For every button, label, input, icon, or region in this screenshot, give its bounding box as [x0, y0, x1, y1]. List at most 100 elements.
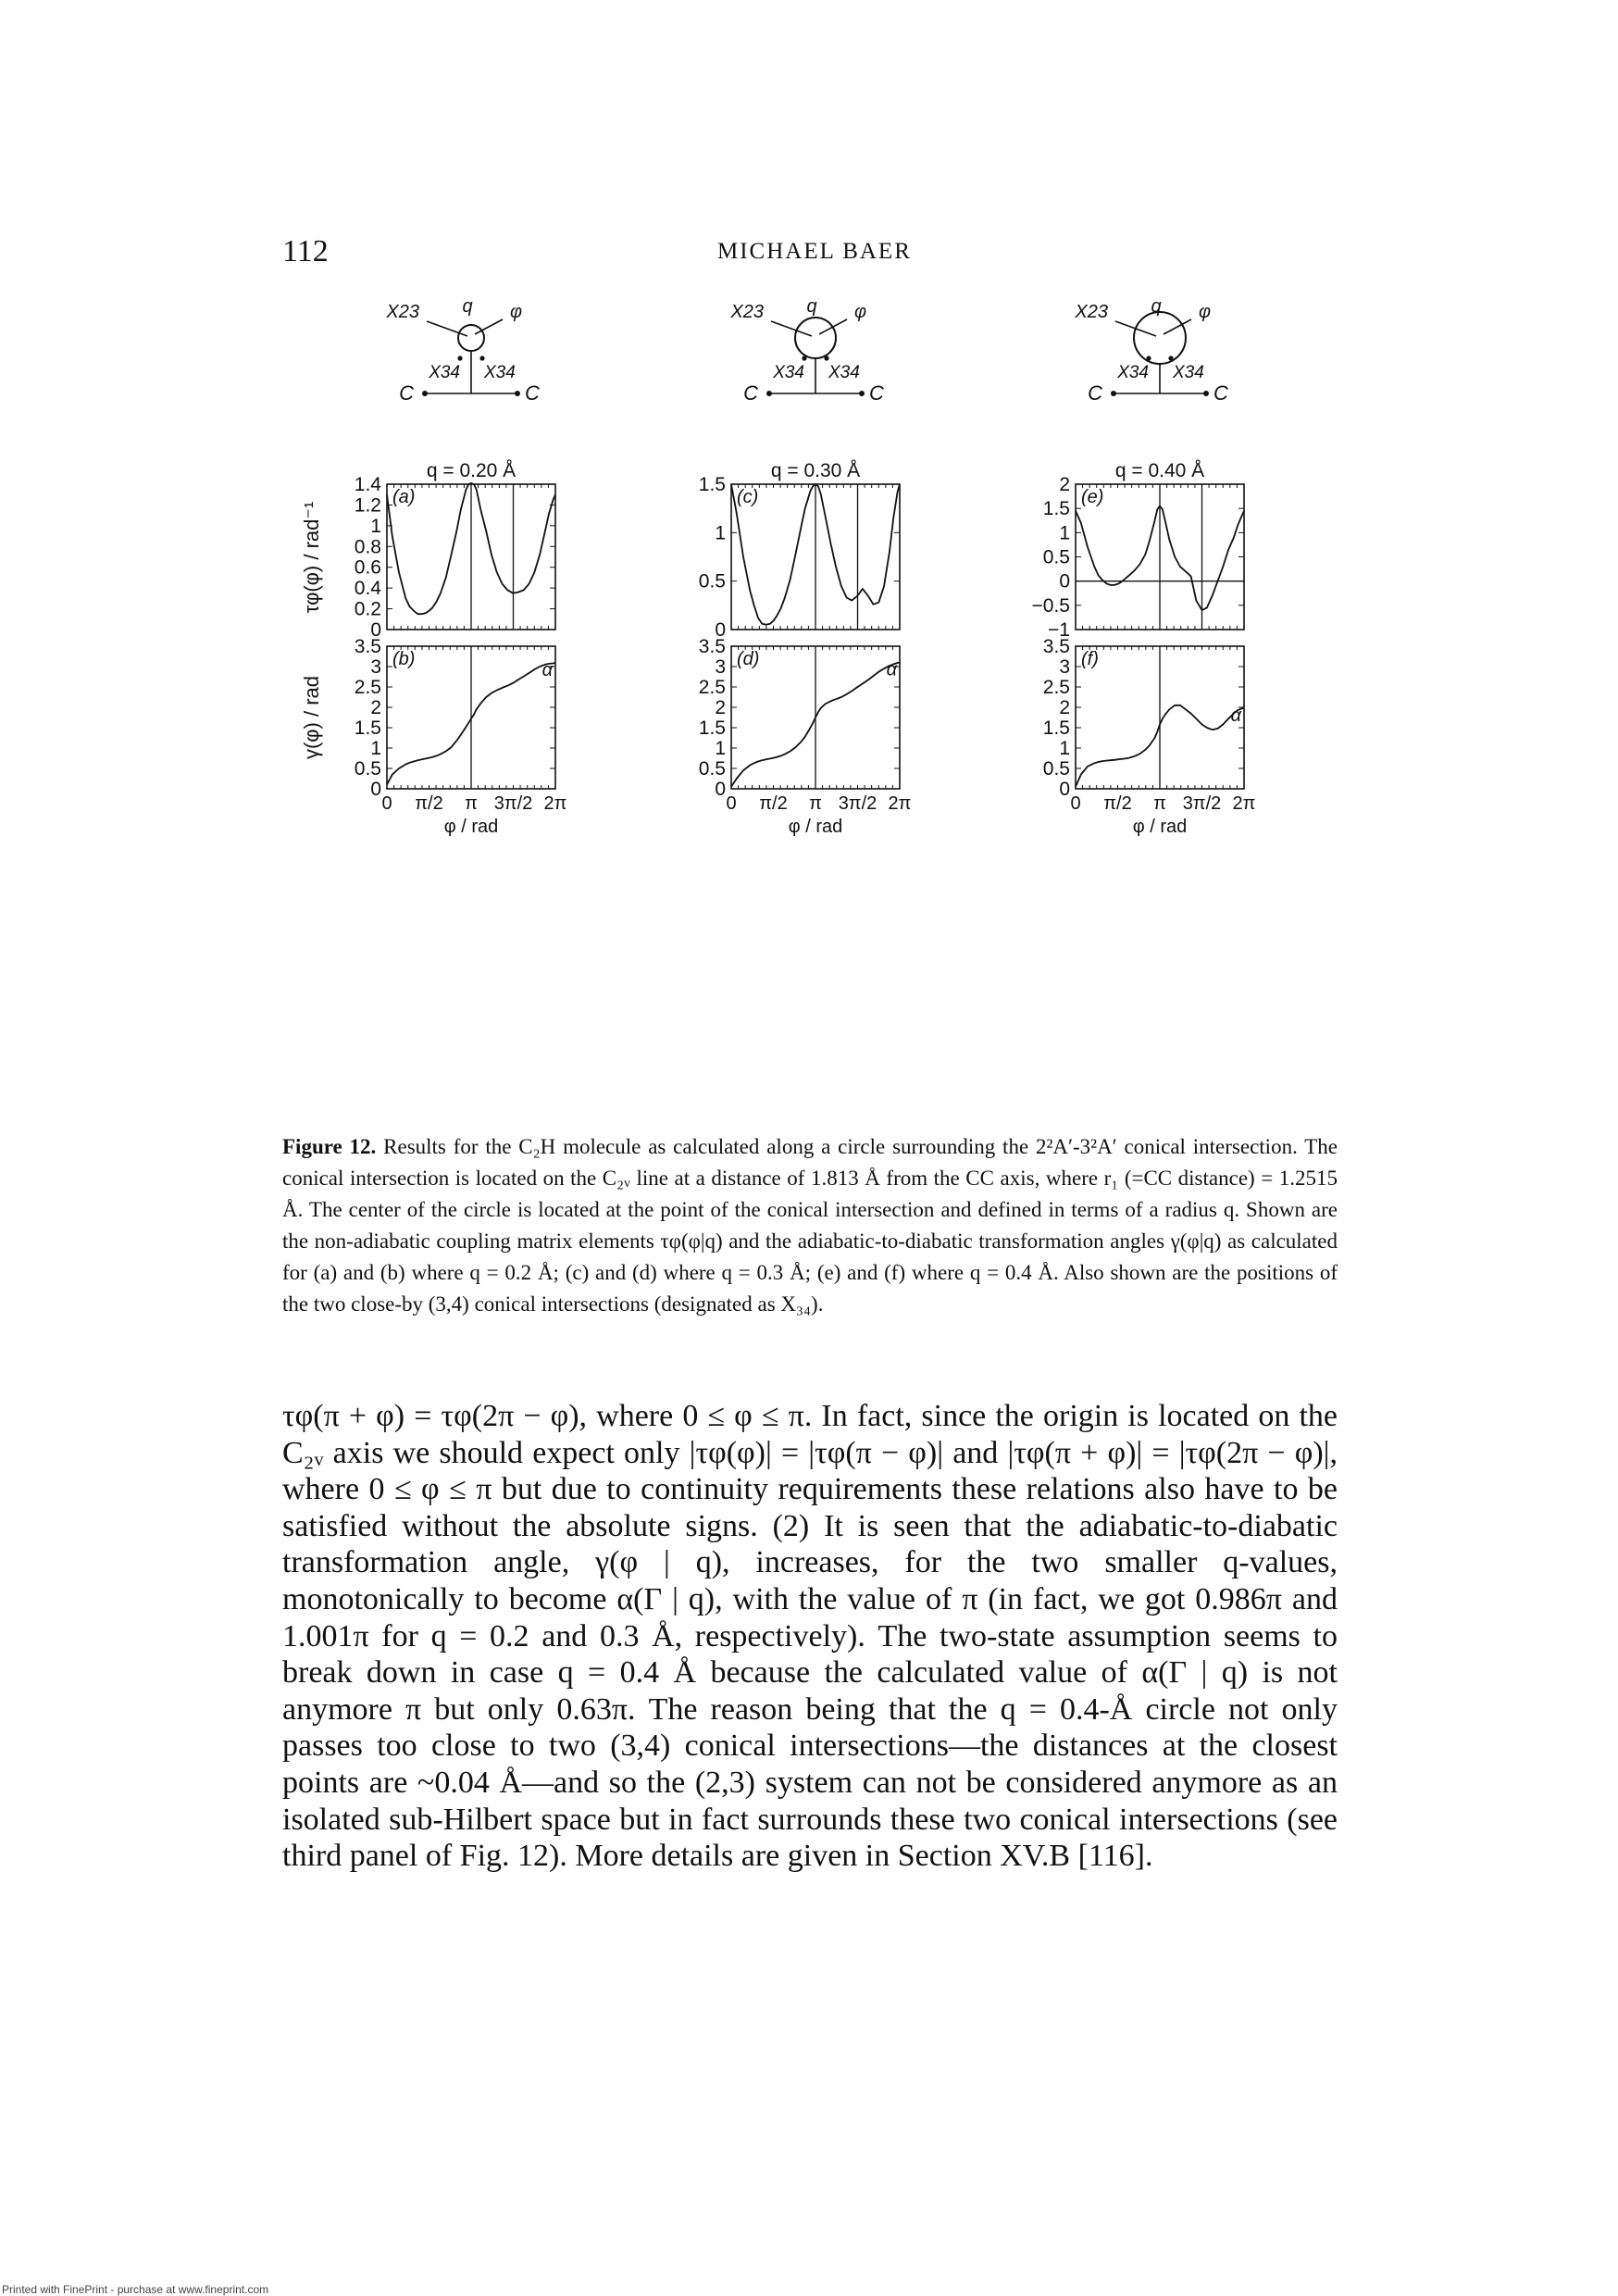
- y-tick-label: 1: [715, 522, 726, 543]
- data-curve-e: [1075, 505, 1245, 611]
- conical-circle: [1133, 311, 1187, 365]
- x-tick-label: π/2: [1103, 793, 1131, 814]
- x34-point-left: [457, 356, 463, 361]
- x34-point-left: [1146, 356, 1151, 361]
- plot-d: 00.511.522.533.5(d)α: [699, 636, 901, 800]
- x-tick-label: 3π/2: [494, 793, 533, 814]
- y-tick-label: 1.2: [355, 494, 381, 516]
- y-tick-label: 2.5: [355, 677, 381, 698]
- x-tick-label: π: [809, 793, 822, 814]
- panel-tag: (c): [737, 487, 758, 507]
- q-label: q = 0.20 Å: [427, 460, 516, 481]
- q-radius-label: q: [462, 296, 472, 317]
- y-tick-label: 3: [1059, 656, 1070, 678]
- y-tick-label: 0.5: [699, 758, 726, 780]
- y-tick-label: 1: [1059, 522, 1070, 543]
- y-tick-label: 0.5: [699, 571, 726, 593]
- y-tick-label: −1: [1048, 619, 1070, 641]
- y-tick-label: 0.5: [355, 758, 381, 780]
- y-tick-label: 3: [715, 656, 726, 678]
- conical-circle: [457, 324, 485, 352]
- plot-f: 00.511.522.533.5(f)α: [1043, 636, 1245, 800]
- x-axis-label: φ / rad: [1133, 817, 1188, 837]
- x34-point-right: [824, 356, 829, 361]
- x-axis-label: φ / rad: [789, 817, 843, 837]
- body-paragraph: τφ(π + φ) = τφ(2π − φ), where 0 ≤ φ ≤ π.…: [282, 1398, 1338, 1875]
- x-axis-label: φ / rad: [444, 817, 499, 837]
- q-radius-label: q: [806, 296, 816, 317]
- y-tick-label: 2: [715, 697, 726, 718]
- plot-b: 00.511.522.533.5(b)α: [355, 636, 556, 800]
- x-tick-label: π/2: [759, 793, 787, 814]
- data-curve-c: [730, 483, 901, 626]
- panel-tag: (b): [392, 649, 415, 669]
- y-tick-label: 2: [1059, 474, 1070, 495]
- carbon-label-left: C: [399, 381, 414, 405]
- x-tick-label: 2π: [1233, 793, 1256, 814]
- body-paragraph-text: τφ(π + φ) = τφ(2π − φ), where 0 ≤ φ ≤ π.…: [282, 1399, 1338, 1874]
- y-tick-label: 0: [370, 619, 381, 641]
- x34-label-left: X34: [428, 363, 460, 382]
- panel-tag: (e): [1081, 487, 1103, 507]
- y-tick-label: 0: [1059, 571, 1070, 593]
- y-tick-label: 0: [715, 779, 726, 800]
- data-curve-a: [386, 482, 556, 616]
- q-radius-label: q: [1151, 296, 1161, 317]
- y-tick-label: 0.2: [355, 599, 381, 620]
- y-axis-label-top: τφ(φ) / rad⁻¹: [300, 502, 323, 614]
- x34-point-left: [802, 356, 807, 361]
- y-tick-label: 1.4: [355, 474, 382, 495]
- y-tick-label: 2: [1059, 697, 1070, 718]
- x-tick-label: 3π/2: [1183, 793, 1222, 814]
- x-tick-label: 0: [1070, 793, 1080, 814]
- panel-tag: (a): [392, 487, 415, 507]
- caption-text: Results for the C₂H molecule as calculat…: [282, 1135, 1338, 1316]
- q-label: q = 0.30 Å: [771, 460, 860, 481]
- caption-label: Figure 12.: [282, 1135, 377, 1158]
- y-tick-label: 2.5: [1043, 677, 1070, 698]
- y-tick-label: 0.5: [1043, 547, 1070, 568]
- x23-label: X23: [729, 302, 764, 322]
- y-tick-label: 0.8: [355, 536, 381, 557]
- x34-label-left: X34: [772, 363, 804, 382]
- footer-watermark: Printed with FinePrint - purchase at www…: [2, 2283, 269, 2296]
- y-tick-label: 0: [1059, 779, 1070, 800]
- alpha-label: α: [1231, 705, 1242, 726]
- phi-arrow: [818, 318, 848, 335]
- alpha-label: α: [542, 660, 554, 680]
- x23-arrow: [770, 320, 813, 337]
- page-number: 112: [282, 234, 329, 268]
- y-tick-label: 1.5: [699, 718, 726, 739]
- carbon-label-right: C: [869, 381, 884, 405]
- data-curve-f: [1075, 704, 1245, 788]
- phi-arrow: [1163, 318, 1192, 335]
- phi-label: φ: [854, 302, 866, 322]
- x34-label-left: X34: [1116, 363, 1149, 382]
- running-header-author: MICHAEL BAER: [717, 239, 912, 264]
- y-tick-label: 1: [370, 516, 381, 537]
- x23-label: X23: [1074, 302, 1108, 322]
- y-tick-label: 3.5: [699, 636, 726, 657]
- carbon-atom-right: [859, 391, 865, 396]
- carbon-atom-right: [515, 391, 520, 396]
- y-tick-label: 1.5: [355, 718, 381, 739]
- alpha-label: α: [887, 660, 898, 680]
- y-tick-label: 1.5: [1043, 498, 1070, 519]
- y-tick-label: 1.5: [1043, 718, 1070, 739]
- y-tick-label: 0: [370, 779, 381, 800]
- x34-label-right: X34: [828, 363, 860, 382]
- carbon-atom-left: [766, 391, 772, 396]
- x-tick-label: 2π: [544, 793, 567, 814]
- phi-label: φ: [1199, 302, 1211, 322]
- data-curve-d: [730, 661, 901, 788]
- figure-12: 00.20.40.60.811.21.4(a)00.511.522.533.5(…: [300, 296, 1256, 837]
- y-tick-label: 0: [715, 619, 726, 641]
- panel-tag: (f): [1081, 649, 1099, 669]
- x34-label-right: X34: [1172, 363, 1204, 382]
- x34-label-right: X34: [483, 363, 516, 382]
- y-axis-label-bottom: γ(φ) / rad: [300, 676, 323, 759]
- x-tick-label: π: [465, 793, 478, 814]
- x23-arrow: [1114, 320, 1157, 337]
- carbon-label-left: C: [743, 381, 758, 405]
- y-tick-label: −0.5: [1032, 595, 1070, 617]
